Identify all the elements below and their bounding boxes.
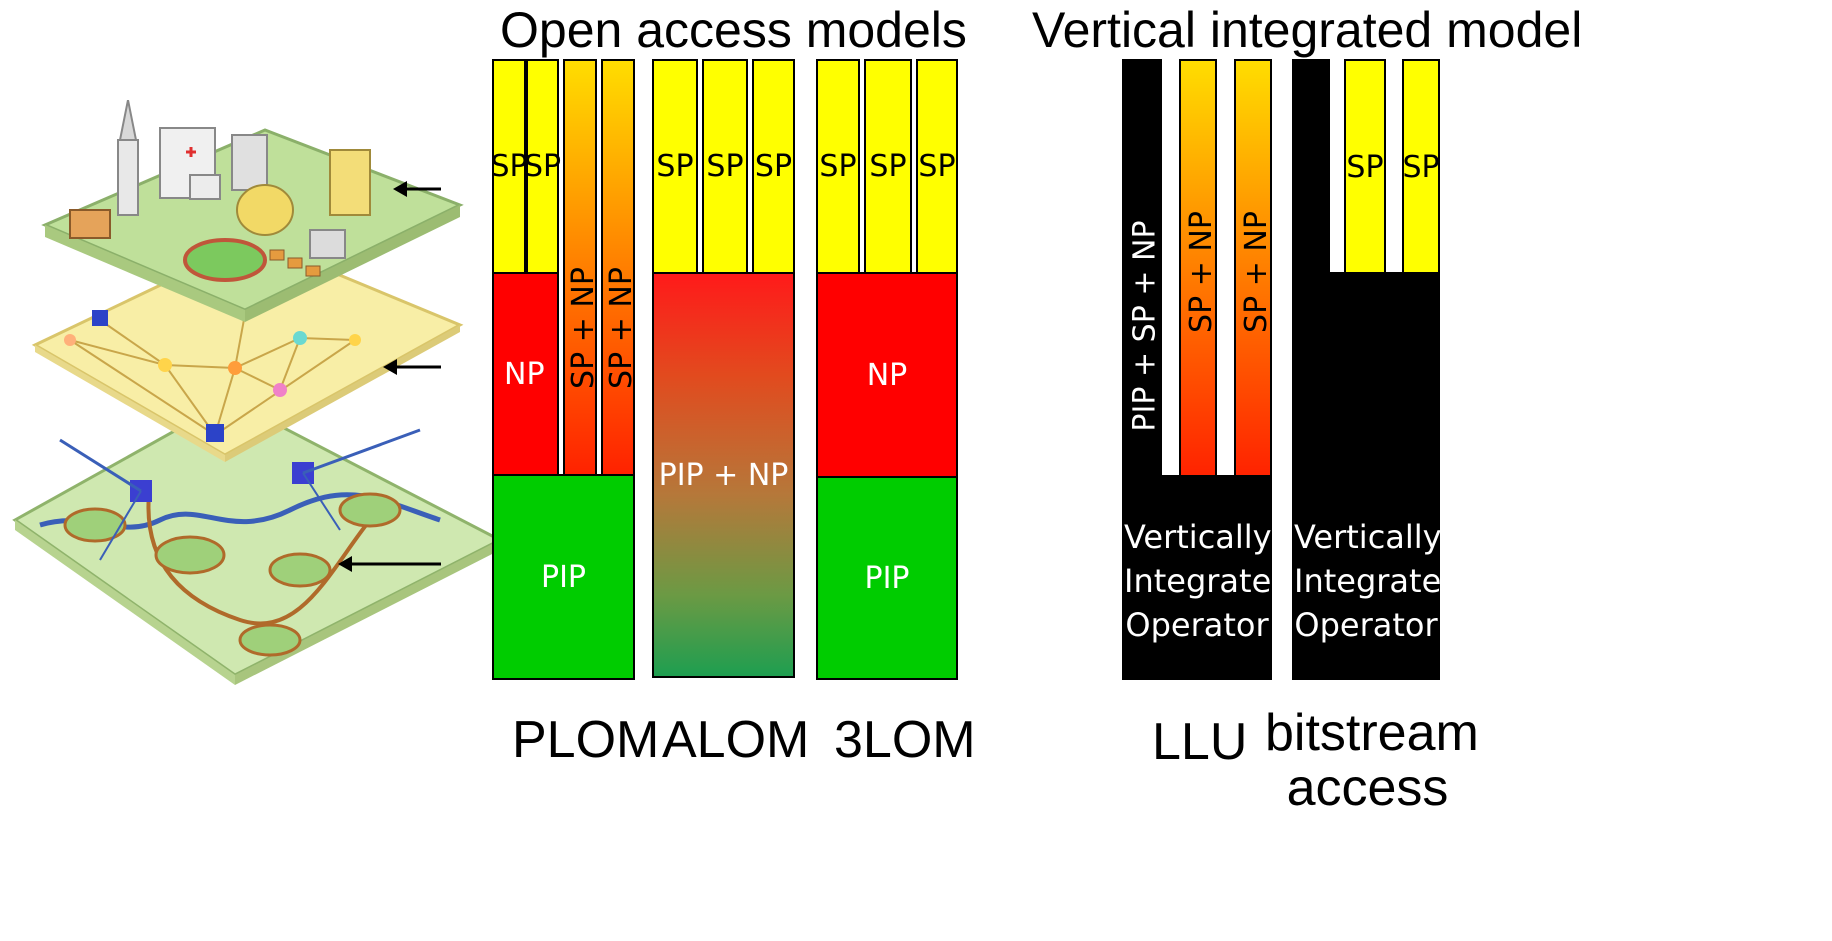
bitstream-sp-block: SP (1402, 59, 1440, 276)
sp-np-label: SP + NP (565, 267, 601, 389)
bitstream-operator-block: Vertically Integrated Operator (1292, 272, 1462, 680)
vertical-integrated-heading: Vertical integrated model (1032, 2, 1583, 58)
sp-label: SP (706, 149, 744, 184)
sp-np-label: SP + NP (1238, 211, 1274, 333)
plom-sp-np-block: SP + NP (563, 59, 601, 476)
plom-pip-block: PIP (492, 474, 635, 680)
three-lom-label: 3LOM (834, 711, 976, 769)
alom-sp-block: SP (652, 59, 698, 274)
bitstream-label: bitstream access (1265, 704, 1479, 817)
sp-np-label: SP + NP (1183, 211, 1219, 333)
operator-label: Vertically Integrated Operator (1294, 518, 1462, 645)
three-lom-pip-block: PIP (816, 476, 958, 680)
infrastructure-layer (12, 398, 504, 685)
sp-label: SP (819, 149, 857, 184)
pip-label: PIP (540, 559, 587, 595)
llu-sp-np-block: SP + NP (1179, 59, 1219, 479)
sp-label: SP (523, 149, 562, 184)
sp-label: SP (918, 149, 956, 184)
plom-sp-np-block: SP + NP (601, 59, 639, 476)
sp-label: SP (1346, 150, 1384, 185)
llu-integrated-column: PIP + SP + NP (1122, 59, 1163, 479)
sp-label: SP (656, 149, 694, 184)
network-layer (31, 238, 464, 462)
city-layer (41, 100, 464, 322)
llu-sp-np-block: SP + NP (1234, 59, 1274, 479)
pip-np-label: PIP + NP (658, 457, 789, 493)
alom-label: ALOM (662, 711, 810, 769)
pip-sp-np-label: PIP + SP + NP (1127, 220, 1163, 432)
layered-city-illustration (12, 100, 504, 685)
llu-operator-block: Vertically Integrated Operator (1122, 475, 1292, 680)
pip-label: PIP (864, 560, 910, 596)
alom-sp-block: SP (752, 59, 795, 274)
plom-label: PLOM (512, 711, 660, 769)
sp-np-label: SP + NP (603, 267, 639, 389)
left-arrow-icon (393, 181, 441, 197)
left-arrow-icon (338, 556, 441, 572)
sp-label: SP (754, 149, 793, 184)
left-arrow-icon (383, 359, 441, 375)
sp-label: SP (1402, 150, 1440, 185)
np-label: NP (504, 356, 545, 392)
three-lom-sp-block: SP (864, 59, 912, 274)
plom-sp-block: SP (490, 59, 528, 274)
plom-np-block: NP (492, 272, 559, 476)
np-label: NP (866, 357, 908, 393)
plom-sp-block: SP (523, 59, 562, 274)
three-lom-np-block: NP (816, 272, 958, 478)
open-access-heading: Open access models (500, 2, 967, 58)
operator-label: Vertically Integrated Operator (1124, 518, 1292, 645)
three-lom-sp-block: SP (816, 59, 860, 274)
sp-label: SP (869, 149, 907, 184)
three-lom-sp-block: SP (916, 59, 958, 274)
llu-label: LLU (1152, 713, 1248, 771)
alom-sp-block: SP (702, 59, 748, 274)
alom-pip-np-block: PIP + NP (652, 272, 795, 678)
sp-label: SP (490, 149, 528, 184)
bitstream-sp-block: SP (1344, 59, 1386, 276)
